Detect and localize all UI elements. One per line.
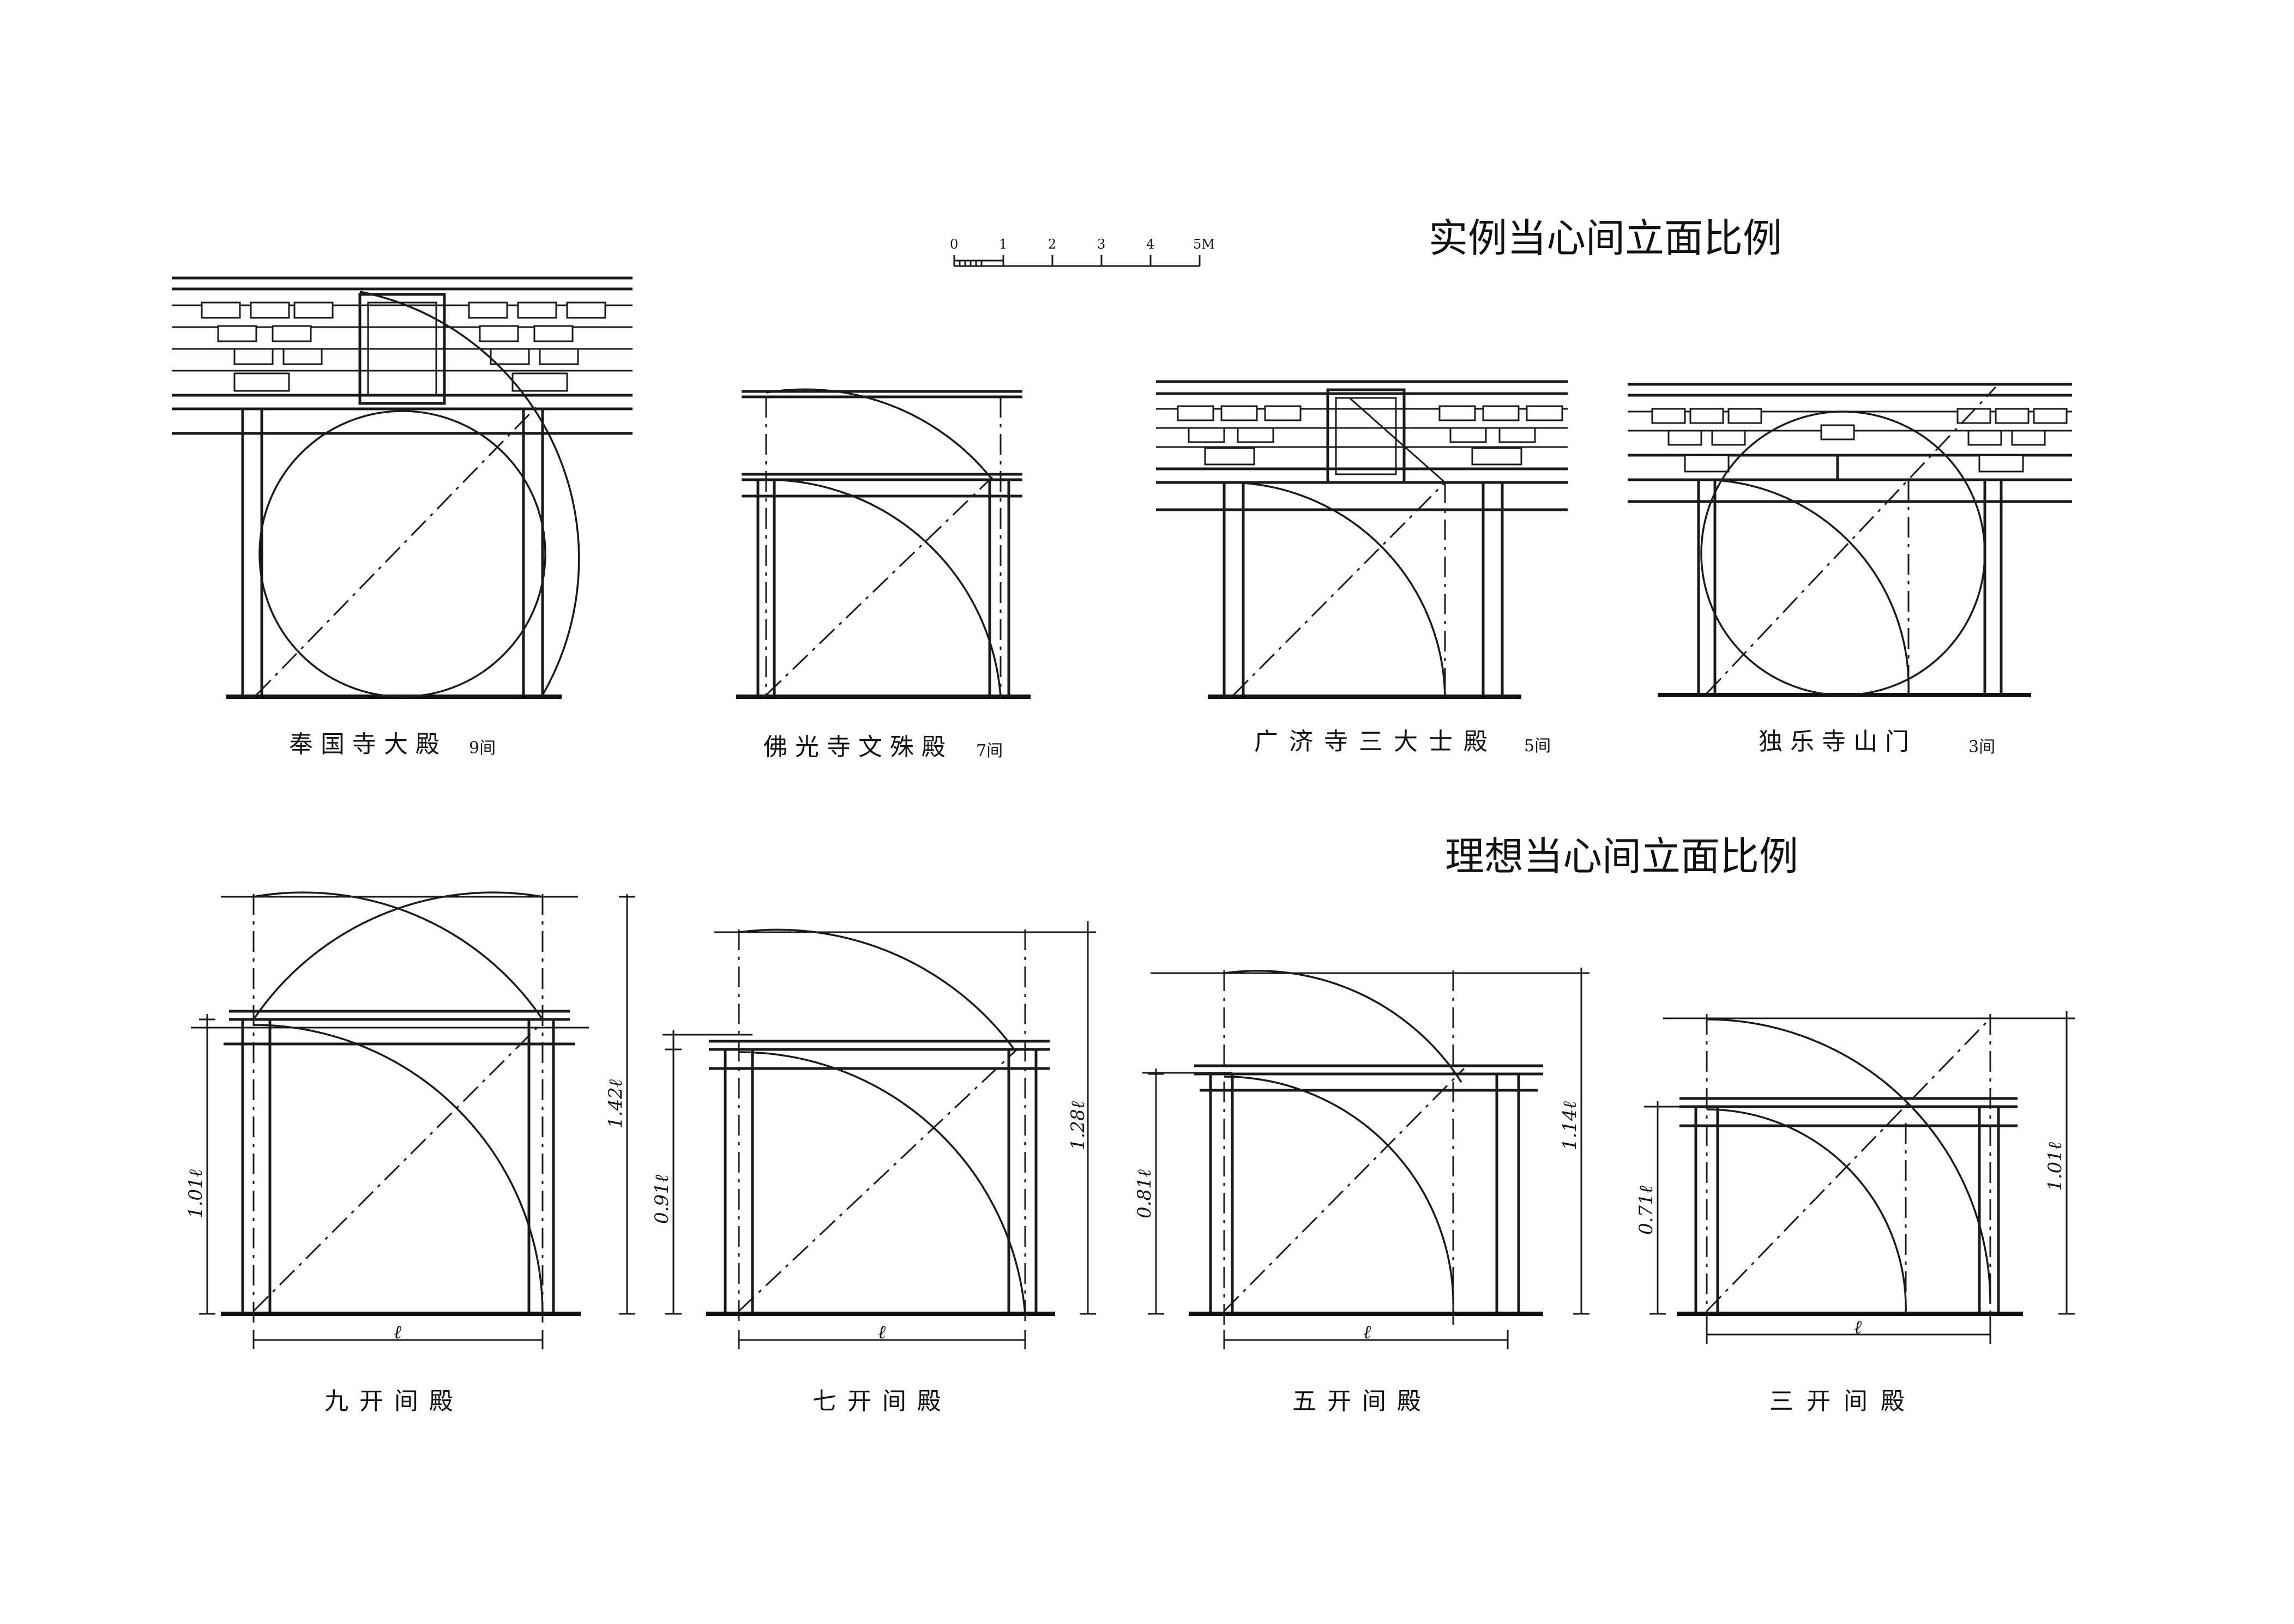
actual-elevation-dulesi [1628, 383, 2072, 697]
scale-bar: 0 1 2 3 4 5M [950, 237, 1215, 267]
actual-bays-fengguosi: 9间 [469, 739, 496, 758]
actual-heading: 实例当心间立面比例 [1429, 215, 1782, 261]
scale-tick-3: 3 [1097, 237, 1105, 252]
ideal-elevation-three-bay [1644, 1011, 2075, 1344]
actual-elevation-guangjisi [1156, 380, 1568, 699]
ideal-width-three-bay: ℓ [1854, 1317, 1862, 1338]
scale-tick-4: 4 [1146, 237, 1154, 252]
ideal-width-five-bay: ℓ [1363, 1321, 1371, 1343]
actual-elevation-foguangsi [736, 388, 1031, 699]
scale-tick-5: 5M [1193, 237, 1215, 252]
scale-tick-1: 1 [999, 237, 1007, 252]
ideal-total-height-five-bay: 1.14ℓ [1559, 1101, 1581, 1150]
ideal-column-height-seven-bay: 0.91ℓ [651, 1175, 673, 1224]
ideal-column-height-three-bay: 0.71ℓ [1635, 1186, 1657, 1235]
ideal-heading: 理想当心间立面比例 [1445, 834, 1798, 879]
ideal-total-height-nine-bay: 1.42ℓ [605, 1079, 627, 1128]
actual-caption-foguangsi: 佛光寺文殊殿 [763, 733, 953, 761]
actual-bays-dulesi: 3间 [1968, 738, 1995, 757]
actual-elevation-fengguosi [172, 276, 633, 699]
actual-caption-guangjisi: 广济寺三大士殿 [1254, 728, 1498, 756]
ideal-caption-five-bay: 五开间殿 [1292, 1387, 1432, 1415]
ideal-column-height-five-bay: 0.81ℓ [1134, 1169, 1155, 1218]
actual-bays-foguangsi: 7间 [976, 741, 1003, 760]
ideal-width-seven-bay: ℓ [878, 1321, 886, 1343]
ideal-caption-three-bay: 三开间殿 [1769, 1387, 1918, 1415]
ideal-total-height-three-bay: 1.01ℓ [2044, 1142, 2066, 1191]
ideal-total-height-seven-bay: 1.28ℓ [1067, 1101, 1089, 1150]
actual-caption-fengguosi: 奉国寺大殿 [289, 731, 447, 758]
actual-bays-guangjisi: 5间 [1524, 736, 1551, 756]
actual-caption-dulesi: 独乐寺山门 [1759, 728, 1917, 756]
ideal-column-height-nine-bay: 1.01ℓ [185, 1169, 207, 1218]
ideal-elevation-nine-bay [191, 891, 635, 1349]
ideal-elevation-seven-bay [663, 921, 1096, 1349]
ideal-caption-seven-bay: 七开间殿 [812, 1387, 952, 1415]
scale-tick-2: 2 [1048, 237, 1056, 252]
ideal-caption-nine-bay: 九开间殿 [324, 1387, 464, 1415]
ideal-width-nine-bay: ℓ [394, 1321, 401, 1343]
ideal-elevation-five-bay [1142, 968, 1589, 1349]
scale-tick-0: 0 [950, 237, 958, 252]
